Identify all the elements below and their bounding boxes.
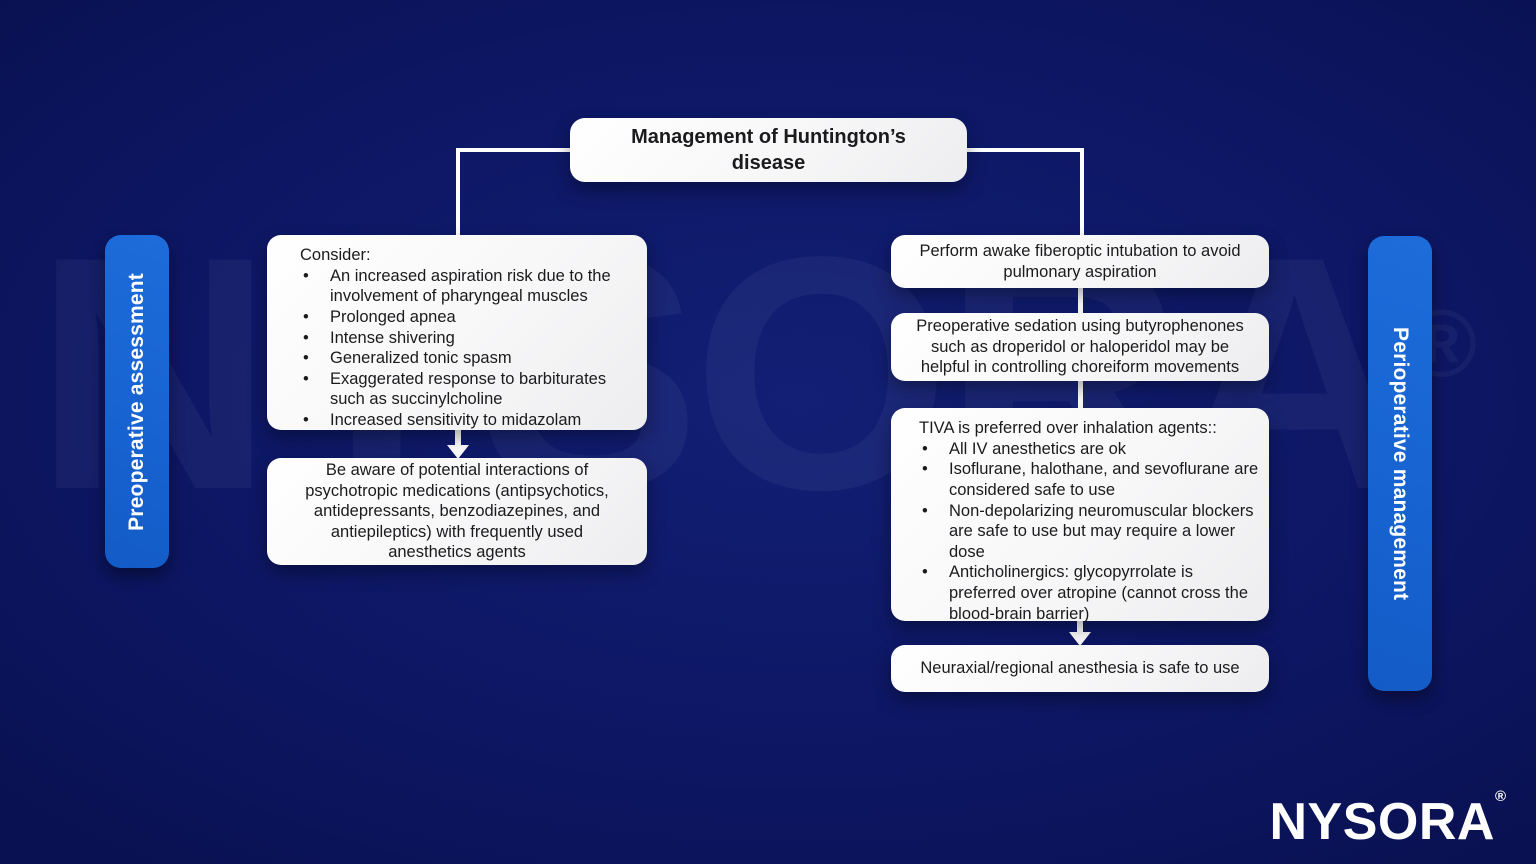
nysora-logo: NYSORA® bbox=[1269, 788, 1506, 851]
sedation-text: Preoperative sedation using butyrophenon… bbox=[916, 317, 1244, 377]
connector-title-to-right-horizontal bbox=[965, 148, 1084, 152]
arrow-down-icon bbox=[1069, 620, 1091, 651]
interactions-box: Be aware of potential interactions of ps… bbox=[267, 458, 647, 565]
sidebar-pill-perioperative-management: Perioperative management bbox=[1368, 236, 1432, 691]
bullet-item: An increased aspiration risk due to the … bbox=[300, 266, 629, 307]
bullet-item: Prolonged apnea bbox=[300, 307, 629, 328]
title-box: Management of Huntington’s disease bbox=[570, 118, 967, 182]
bullet-item: Isoflurane, halothane, and sevoflurane a… bbox=[919, 459, 1259, 500]
consider-bullet-list: An increased aspiration risk due to the … bbox=[300, 266, 629, 431]
sidebar-pill-label: Perioperative management bbox=[1389, 326, 1412, 601]
tiva-box: TIVA is preferred over inhalation agents… bbox=[891, 408, 1269, 623]
sedation-box: Preoperative sedation using butyrophenon… bbox=[891, 313, 1269, 381]
connector-sedation-to-tiva bbox=[1078, 380, 1083, 409]
neuraxial-box: Neuraxial/regional anesthesia is safe to… bbox=[891, 645, 1269, 692]
bullet-item: Exaggerated response to barbiturates suc… bbox=[300, 369, 629, 410]
bullet-item: Non-depolarizing neuromuscular blockers … bbox=[919, 501, 1259, 563]
intubation-text: Perform awake fiberoptic intubation to a… bbox=[919, 241, 1241, 281]
sidebar-pill-preoperative-assessment: Preoperative assessment bbox=[105, 235, 169, 568]
connector-title-to-left-horizontal bbox=[456, 148, 572, 152]
interactions-text: Be aware of potential interactions of ps… bbox=[305, 460, 609, 562]
intubation-box: Perform awake fiberoptic intubation to a… bbox=[891, 235, 1269, 288]
registered-mark-icon: ® bbox=[1494, 788, 1506, 805]
bullet-item: Anticholinergics: glycopyrrolate is pref… bbox=[919, 562, 1259, 624]
connector-title-to-left-vertical bbox=[456, 148, 460, 236]
connector-intubation-to-sedation bbox=[1078, 287, 1083, 314]
tiva-bullet-list: All IV anesthetics are okIsoflurane, hal… bbox=[919, 439, 1259, 625]
bullet-item: Generalized tonic spasm bbox=[300, 348, 629, 369]
connector-title-to-right-vertical bbox=[1080, 148, 1084, 236]
arrow-down-icon bbox=[447, 429, 469, 464]
tiva-heading: TIVA is preferred over inhalation agents… bbox=[919, 419, 1217, 437]
consider-box: Consider: An increased aspiration risk d… bbox=[267, 235, 647, 430]
neuraxial-text: Neuraxial/regional anesthesia is safe to… bbox=[920, 659, 1240, 678]
sidebar-pill-label: Preoperative assessment bbox=[125, 272, 148, 531]
bullet-item: Increased sensitivity to midazolam bbox=[300, 410, 629, 431]
bullet-item: All IV anesthetics are ok bbox=[919, 439, 1259, 460]
bullet-item: Intense shivering bbox=[300, 328, 629, 349]
nysora-watermark: NYSORA® bbox=[34, 188, 1478, 559]
consider-heading: Consider: bbox=[300, 246, 371, 264]
page-title: Management of Huntington’s disease bbox=[631, 126, 906, 174]
